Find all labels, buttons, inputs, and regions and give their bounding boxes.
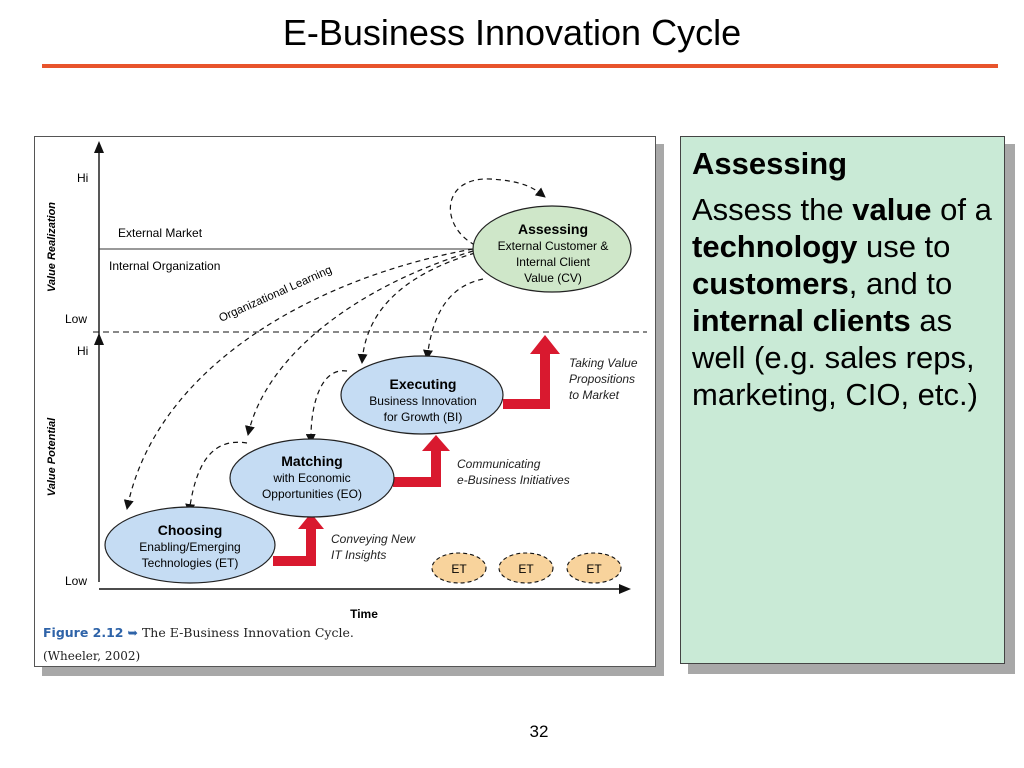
slide-title: E-Business Innovation Cycle <box>282 12 742 53</box>
figure-number: Figure 2.12 <box>43 625 124 640</box>
communicating-line-1: Communicating <box>457 457 541 471</box>
value-potential-label: Value Potential <box>46 417 58 496</box>
red-arrow-executing-to-market <box>503 335 560 409</box>
external-market-label: External Market <box>118 226 203 240</box>
choosing-line-2: Technologies (ET) <box>142 556 239 570</box>
value-realization-label: Value Realization <box>46 202 58 292</box>
choosing-line-1: Enabling/Emerging <box>139 540 240 554</box>
page-number: 32 <box>529 722 549 741</box>
taking-value-line-3: to Market <box>569 388 620 402</box>
innovation-cycle-figure: Value Realization Value Potential Hi Low… <box>34 136 656 667</box>
panel-bold-technology: technology <box>692 229 858 264</box>
title-rule <box>42 64 998 68</box>
stage-choosing: Choosing Enabling/Emerging Technologies … <box>104 506 276 584</box>
assessing-title: Assessing <box>518 221 588 237</box>
innovation-cycle-diagram: Value Realization Value Potential Hi Low… <box>46 141 647 621</box>
panel-heading: Assessing <box>692 146 848 181</box>
communicating-line-2: e-Business Initiatives <box>457 473 570 487</box>
low-top-label: Low <box>65 312 87 326</box>
assessing-line-1: External Customer & <box>498 239 609 253</box>
panel-bold-customers: customers <box>692 266 849 301</box>
internal-organization-label: Internal Organization <box>109 259 220 273</box>
taking-value-line-2: Propositions <box>569 372 635 386</box>
panel-text-1: Assess the <box>692 192 853 227</box>
panel-text-2: of a <box>931 192 992 227</box>
arrow-matching-to-choosing <box>185 441 248 514</box>
transition-arrows <box>273 335 560 566</box>
figure-caption: Figure 2.12 ➥ The E-Business Innovation … <box>43 625 354 640</box>
et-token-2: ET <box>498 552 554 584</box>
panel-text-4: , and to <box>848 266 953 301</box>
et-token-3: ET <box>566 552 622 584</box>
caption-text: The E-Business Innovation Cycle. <box>141 625 354 640</box>
learning-arrow-to-choosing <box>123 248 474 510</box>
y-axis-arrowhead <box>94 141 104 153</box>
caption-source: (Wheeler, 2002) <box>43 649 141 663</box>
red-arrow-choosing-to-matching <box>273 513 324 566</box>
learning-arrow-to-executing <box>357 252 476 364</box>
low-bottom-label: Low <box>65 574 87 588</box>
learning-arrow-to-matching <box>245 250 474 436</box>
executing-line-2: for Growth (BI) <box>384 410 463 424</box>
et-token-1-label: ET <box>451 562 467 576</box>
taking-value-line-1: Taking Value <box>569 356 638 370</box>
hi-top-label: Hi <box>77 171 88 185</box>
time-label: Time <box>350 607 378 621</box>
conveying-line-1: Conveying New <box>331 532 416 546</box>
matching-title: Matching <box>281 453 342 469</box>
assessing-line-3: Value (CV) <box>524 271 582 285</box>
arrow-assessing-to-executing <box>423 278 484 360</box>
et-token-1: ET <box>431 552 487 584</box>
assessing-line-2: Internal Client <box>516 255 591 269</box>
choosing-title: Choosing <box>158 522 223 538</box>
caption-arrow-icon: ➥ <box>127 625 138 640</box>
matching-line-1: with Economic <box>272 471 350 485</box>
executing-line-1: Business Innovation <box>369 394 476 408</box>
panel-body: Assess the value of a technology use to … <box>692 191 994 413</box>
matching-line-2: Opportunities (EO) <box>262 487 362 501</box>
panel-text-3: use to <box>857 229 951 264</box>
et-token-3-label: ET <box>586 562 602 576</box>
organizational-learning-label: Organizational Learning <box>217 264 333 325</box>
executing-title: Executing <box>390 376 457 392</box>
hi-bottom-label: Hi <box>77 344 88 358</box>
learning-arrows <box>123 178 546 514</box>
red-arrow-matching-to-executing <box>393 435 450 487</box>
et-token-2-label: ET <box>518 562 534 576</box>
conveying-line-2: IT Insights <box>331 548 386 562</box>
assessing-panel: Assessing Assess the value of a technolo… <box>680 136 1005 664</box>
arrow-executing-to-matching <box>305 370 348 444</box>
value-potential-arrowhead <box>94 333 104 345</box>
stage-matching: Matching with Economic Opportunities (EO… <box>229 438 395 518</box>
stage-executing: Executing Business Innovation for Growth… <box>340 355 504 435</box>
x-axis-arrowhead <box>619 584 631 594</box>
arrow-into-assessing <box>449 178 546 246</box>
panel-bold-value: value <box>852 192 932 227</box>
stage-assessing: Assessing External Customer & Internal C… <box>472 205 632 293</box>
panel-bold-internal-clients: internal clients <box>692 303 911 338</box>
panel-text-5: as well (e.g. sales reps, marketing, CIO… <box>692 303 978 412</box>
